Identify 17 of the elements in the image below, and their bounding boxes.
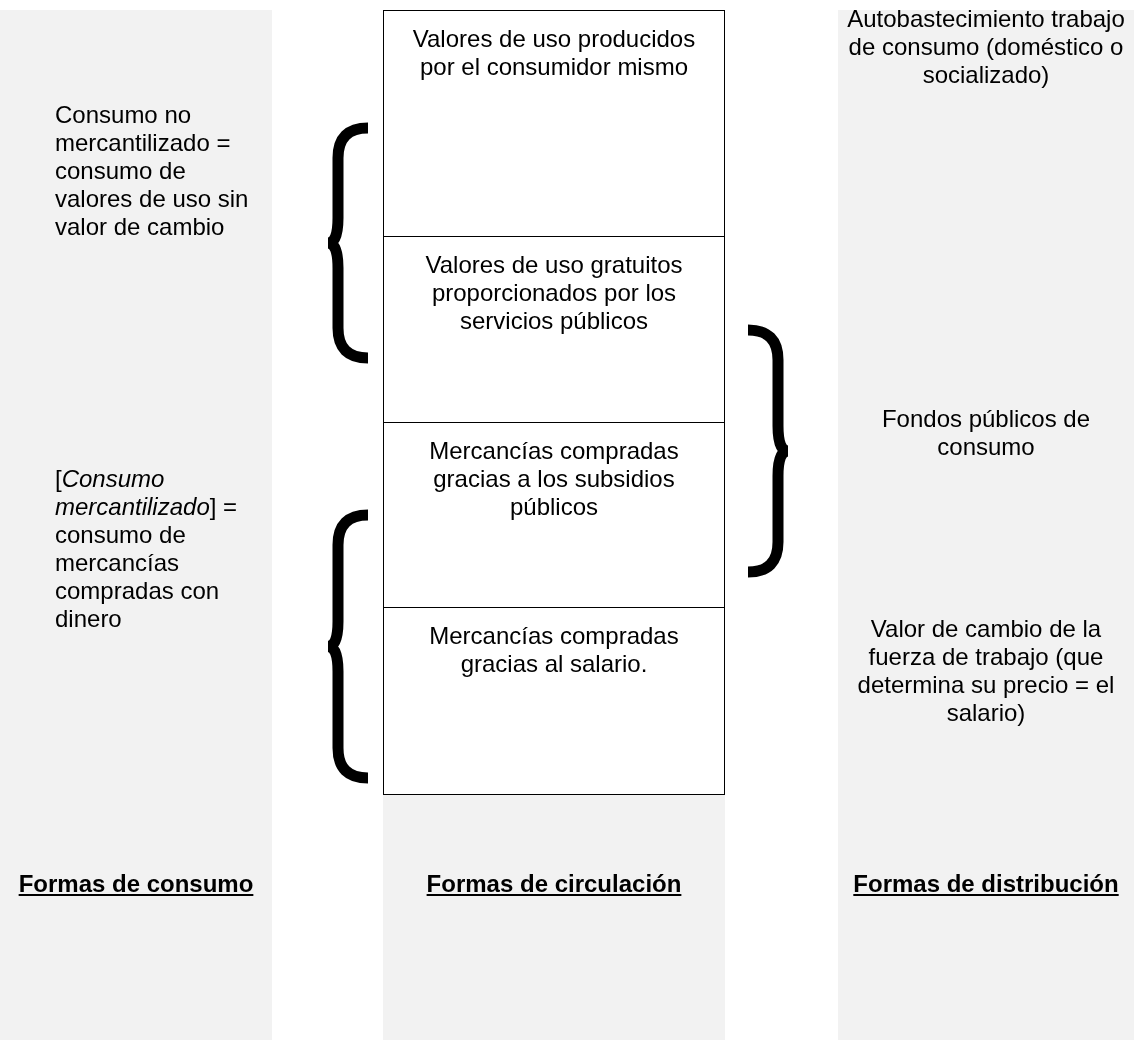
column-heading: Formas de distribución [852,870,1120,898]
column-heading: Formas de consumo [17,870,255,898]
category-box [383,423,725,608]
description-text: Autobastecimiento trabajo de consumo (doméstico o socializado) [846,5,1126,89]
column-panel [383,10,725,1040]
column-heading: Formas de circulación [425,870,683,898]
description-text: Consumo no mercantilizado = consumo de valores de uso sin valor de cambio [55,101,250,241]
category-box [383,10,725,237]
box-text: Valores de uso producidos por el consumidor mismo [411,25,697,82]
box-text: Mercancías compradas gracias al salario. [428,622,680,679]
description-text: [Consumo mercantilizado] = consumo de mercancías compradas con dinero [55,465,239,633]
box-text: Mercancías compradas gracias a los subsidios públicos [428,437,680,522]
box-text: Valores de uso gratuitos proporcionados por los servicios públicos [424,251,684,336]
category-box [383,237,725,423]
category-box [383,608,725,795]
description-text: Valor de cambio de la fuerza de trabajo (que determina su precio = el salario) [856,615,1116,727]
description-text: Fondos públicos de consumo [880,405,1092,461]
